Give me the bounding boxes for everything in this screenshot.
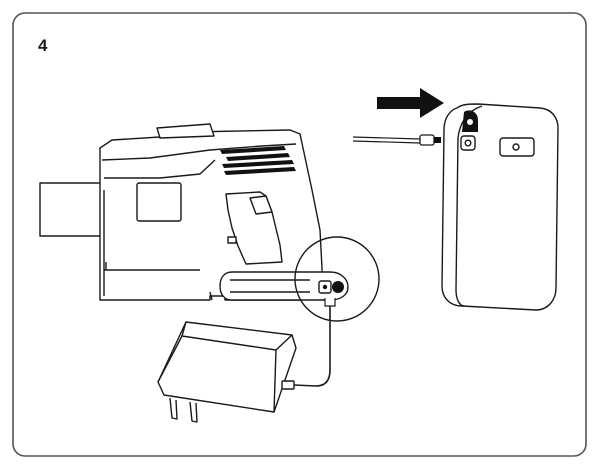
vacuum-charging-port [318,280,344,294]
adapter-prong [189,401,198,423]
insert-direction-arrow [377,88,444,118]
dust-cup-window [136,182,182,222]
trigger [249,195,273,215]
vent-grille [220,146,296,175]
vacuum-top-cap [156,123,215,139]
power-adapter [157,321,297,423]
charging-plug [352,134,441,146]
detail-callout-circle [294,236,380,322]
panel-border [12,12,587,457]
vacuum-handheld-unit [39,123,349,301]
battery-module [441,103,559,311]
step-number: 4 [38,36,48,55]
adapter-prong [169,397,178,420]
charging-cable [293,306,331,387]
